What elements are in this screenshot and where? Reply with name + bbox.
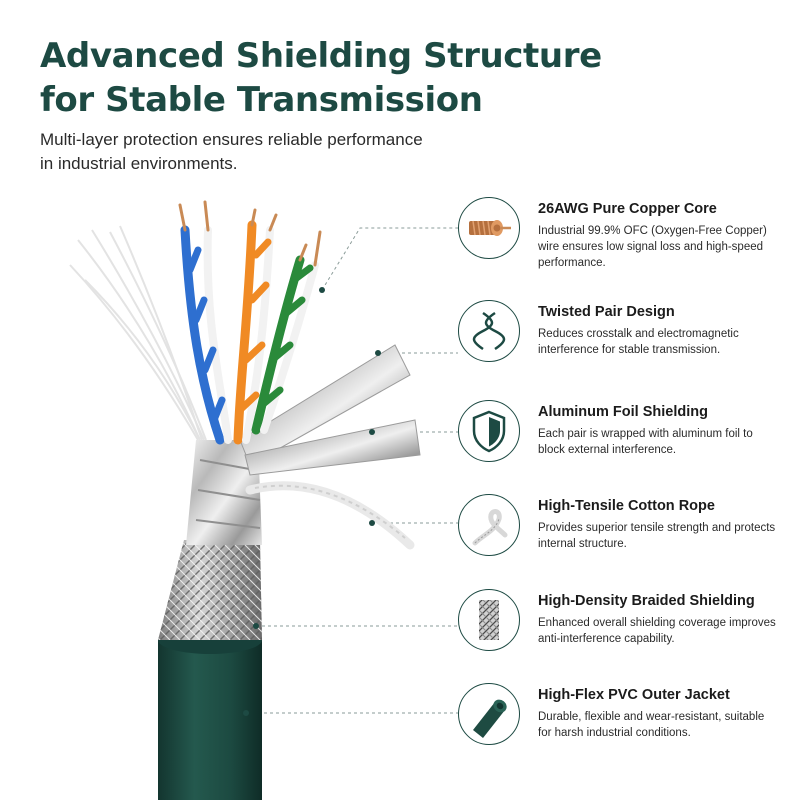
- feature-title: Twisted Pair Design: [538, 304, 675, 320]
- twisted-pairs: [180, 220, 319, 445]
- filler-fibers: [69, 225, 207, 441]
- feature-twisted-pair: Twisted Pair Design Reduces crosstalk an…: [458, 300, 788, 370]
- feature-description: Reduces crosstalk and electromagnetic in…: [538, 328, 739, 356]
- feature-cotton-rope: High-Tensile Cotton Rope Provides superi…: [458, 494, 788, 564]
- pvc-jacket-icon: [458, 683, 520, 745]
- cotton-rope-icon: [458, 494, 520, 556]
- shield-icon: [458, 400, 520, 462]
- twisted-pair-icon: [458, 300, 520, 362]
- page-subtitle: Multi-layer protection ensures reliable …: [40, 128, 480, 176]
- feature-braided-shielding: High-Density Braided Shielding Enhanced …: [458, 589, 788, 659]
- pvc-jacket: [158, 627, 262, 800]
- page-title: Advanced Shielding Structure for Stable …: [40, 34, 640, 122]
- cotton-rope: [245, 481, 415, 550]
- feature-title: High-Tensile Cotton Rope: [538, 498, 715, 514]
- feature-title: 26AWG Pure Copper Core: [538, 201, 717, 217]
- copper-conductors: [178, 200, 322, 267]
- feature-description: Each pair is wrapped with aluminum foil …: [538, 428, 753, 456]
- overall-foil: [186, 440, 262, 545]
- braid-icon: [458, 589, 520, 651]
- subtitle-line-2: in industrial environments.: [40, 154, 238, 173]
- feature-description: Provides superior tensile strength and p…: [538, 522, 776, 550]
- feature-title: Aluminum Foil Shielding: [538, 404, 708, 420]
- braided-shield: [158, 540, 262, 640]
- feature-title: High-Flex PVC Outer Jacket: [538, 687, 730, 703]
- copper-core-icon: [458, 197, 520, 259]
- title-line-1: Advanced Shielding Structure: [40, 36, 602, 76]
- leader-line-copper: [321, 227, 458, 291]
- leader-dots: [243, 287, 381, 716]
- title-line-2: for Stable Transmission: [40, 80, 483, 120]
- feature-aluminum-foil: Aluminum Foil Shielding Each pair is wra…: [458, 400, 788, 470]
- feature-copper-core: 26AWG Pure Copper Core Industrial 99.9% …: [458, 197, 788, 269]
- feature-description: Enhanced overall shielding coverage impr…: [538, 617, 776, 645]
- feature-description: Durable, flexible and wear-resistant, su…: [538, 711, 765, 739]
- feature-pvc-jacket: High-Flex PVC Outer Jacket Durable, flex…: [458, 683, 788, 753]
- pair-foil-lower: [244, 419, 421, 476]
- subtitle-line-1: Multi-layer protection ensures reliable …: [40, 130, 423, 149]
- feature-title: High-Density Braided Shielding: [538, 593, 755, 609]
- feature-description: Industrial 99.9% OFC (Oxygen-Free Copper…: [538, 225, 767, 269]
